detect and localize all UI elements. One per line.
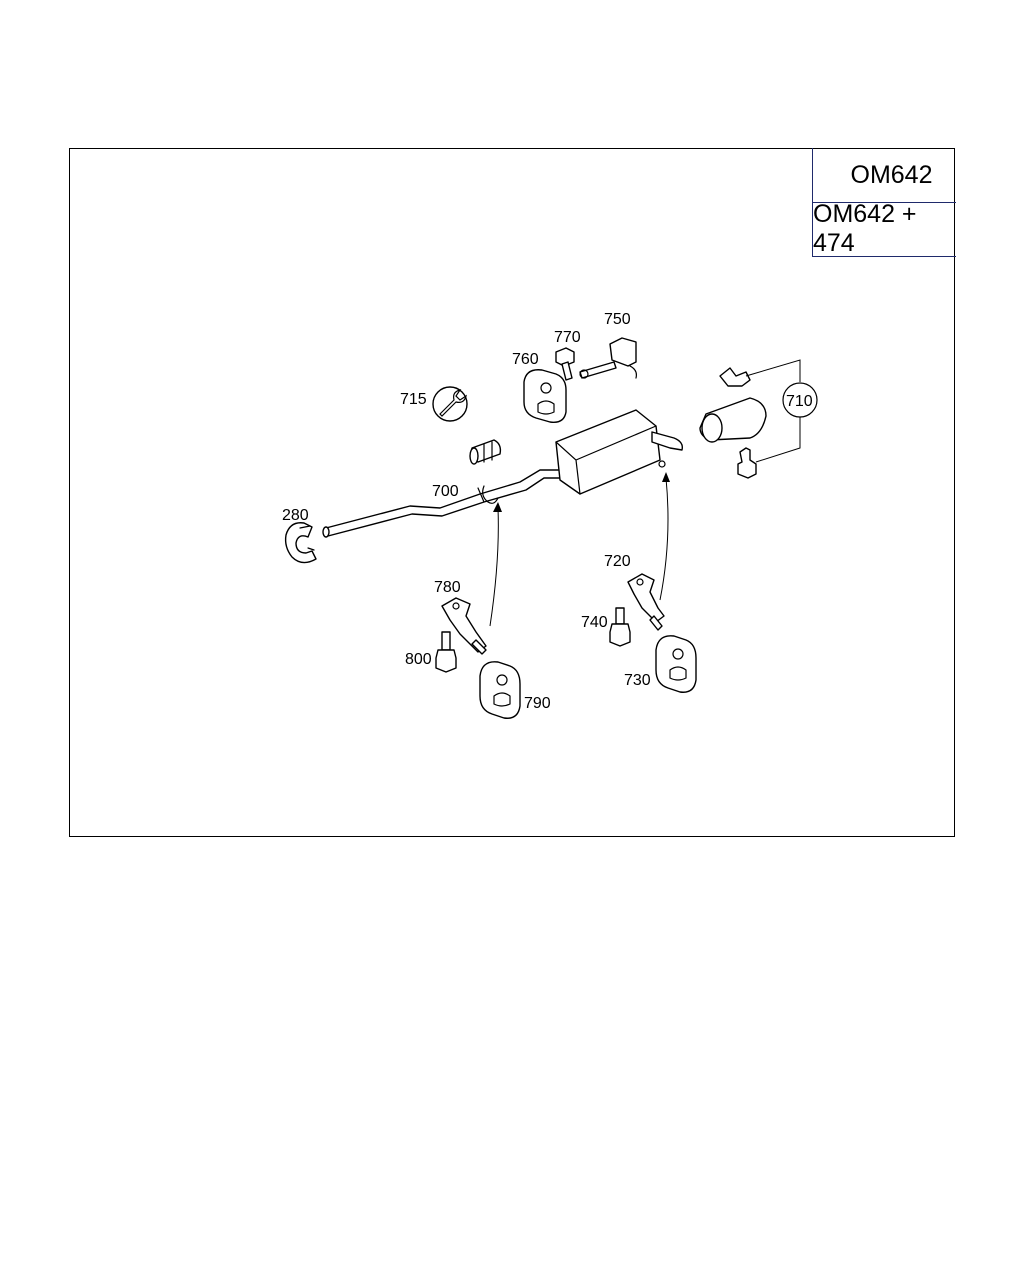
- callout-750: 750: [604, 311, 631, 328]
- callout-700: 700: [432, 483, 459, 500]
- callout-730: 730: [624, 672, 651, 689]
- part-730-rubber-mount[interactable]: [655, 635, 697, 693]
- callout-710-bracket: [745, 359, 801, 463]
- engine-variant-primary: OM642: [813, 148, 956, 203]
- engine-variant-secondary: OM642 + 474: [813, 200, 917, 257]
- callout-770: 770: [554, 329, 581, 346]
- callout-710: 710: [786, 393, 813, 410]
- part-740-bolt[interactable]: [609, 607, 631, 647]
- part-770-bolt[interactable]: [555, 347, 575, 381]
- part-760-rubber-mount[interactable]: [523, 369, 567, 423]
- assembly-arrow-right: [659, 472, 670, 601]
- part-750-hanger-bracket[interactable]: [579, 337, 637, 379]
- callout-800: 800: [405, 651, 432, 668]
- callout-760: 760: [512, 351, 539, 368]
- callout-740: 740: [581, 614, 608, 631]
- part-715-sleeve[interactable]: [432, 386, 502, 465]
- callout-715: 715: [400, 391, 427, 408]
- callout-280: 280: [282, 507, 309, 524]
- part-rear-muffler[interactable]: [555, 409, 684, 495]
- callout-790: 790: [524, 695, 551, 712]
- part-800-bolt[interactable]: [435, 631, 457, 673]
- part-790-rubber-mount[interactable]: [479, 661, 521, 719]
- part-780-bracket[interactable]: [441, 597, 487, 655]
- part-280-clamp[interactable]: [284, 522, 317, 564]
- callout-780: 780: [434, 579, 461, 596]
- part-720-bracket[interactable]: [627, 573, 665, 631]
- callout-720: 720: [604, 553, 631, 570]
- assembly-arrow-left: [489, 502, 502, 627]
- engine-variant-table: OM642 OM642 + 474: [812, 148, 956, 257]
- part-700-exhaust-pipe[interactable]: [322, 469, 567, 538]
- callout-710-circle: [782, 382, 818, 418]
- part-710-tailpipe-tip[interactable]: [699, 367, 767, 479]
